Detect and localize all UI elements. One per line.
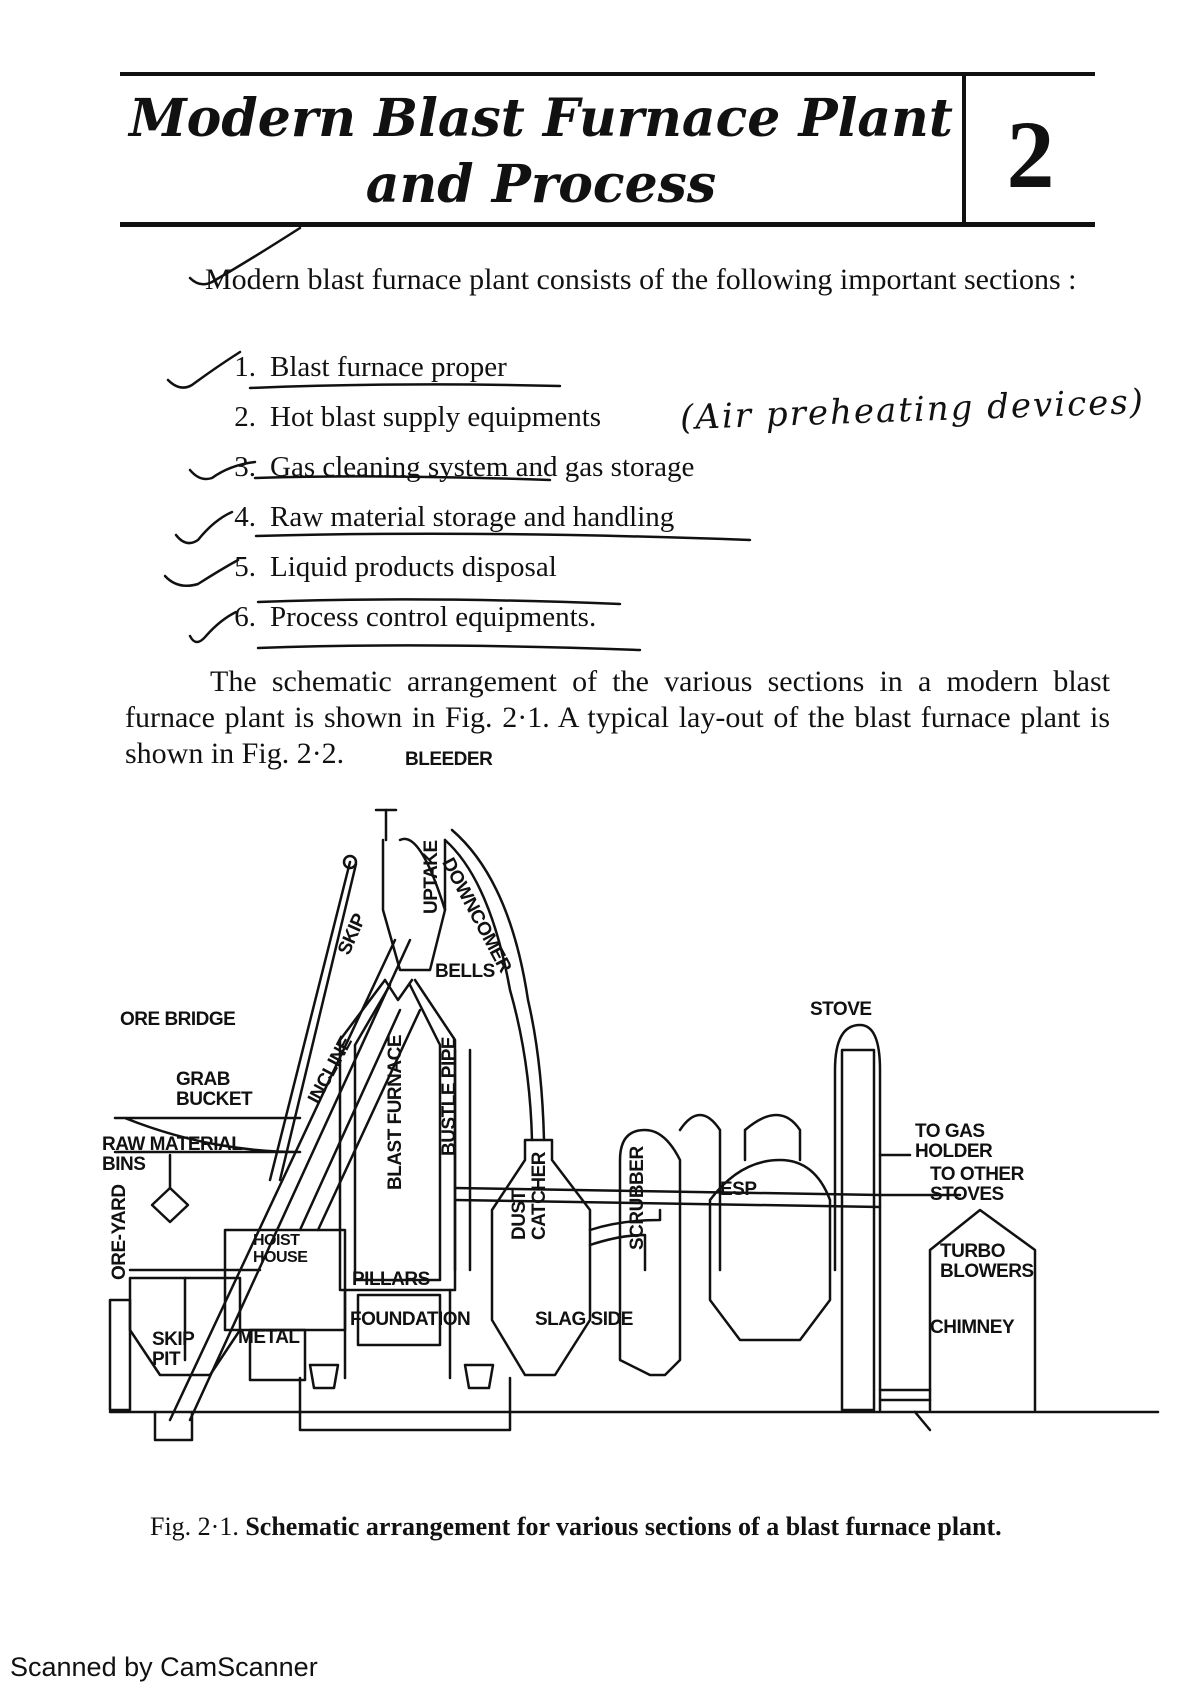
list-item: 1. Blast furnace proper xyxy=(200,347,1000,397)
scrubber-return xyxy=(678,1113,722,1272)
list-item-number: 1. xyxy=(234,351,256,383)
label-metal: METAL xyxy=(238,1327,300,1348)
skip-track xyxy=(168,938,397,1422)
label-to-other-stoves: TO OTHER STOVES xyxy=(930,1164,1024,1205)
label-esp: ESP xyxy=(720,1179,757,1200)
label-turbo-blowers: TURBO BLOWERS xyxy=(940,1241,1034,1282)
label-skip-pit: SKIP PIT xyxy=(152,1329,195,1370)
label-pillars: PILLARS xyxy=(352,1269,430,1290)
blast-furnace-shell xyxy=(353,983,442,1282)
foundation xyxy=(298,1376,512,1432)
grab-bucket xyxy=(150,1186,190,1224)
hearth-brickwork xyxy=(356,1293,442,1347)
list-item-label: Raw material storage and handling xyxy=(270,501,675,533)
esp-inlet xyxy=(743,1113,802,1162)
scrubber xyxy=(618,1128,682,1377)
list-item-number: 3. xyxy=(234,451,256,483)
list-item-number: 5. xyxy=(234,551,256,583)
list-item-number: 4. xyxy=(234,501,256,533)
list-item-number: 2. xyxy=(234,401,256,433)
label-ore-yard: ORE-YARD xyxy=(109,1184,130,1280)
list-item: 2. Hot blast supply equipments xyxy=(200,397,1000,447)
chapter-number: 2 xyxy=(1006,101,1055,208)
list-item-number: 6. xyxy=(234,601,256,633)
esp-unit xyxy=(708,1158,832,1342)
schematic-paragraph: The schematic arrangement of the various… xyxy=(125,665,1110,770)
figure-schematic: BLEEDER UPTAKE DOWNCOMER SKIP BELLS ORE … xyxy=(100,750,1160,1500)
label-dust-catcher: DUST CATCHER xyxy=(509,1152,550,1240)
label-slag-side: SLAG SIDE xyxy=(535,1309,633,1330)
label-bustle-pipe: BUSTLE PIPE xyxy=(439,1036,460,1156)
label-grab-bucket: GRAB BUCKET xyxy=(176,1069,253,1110)
header-rule-top xyxy=(120,72,1095,76)
hoist-box xyxy=(223,1228,347,1332)
figure-caption-text: Schematic arrangement for various sectio… xyxy=(245,1512,1002,1541)
chapter-title: Modern Blast Furnace Plant and Process xyxy=(120,86,962,218)
skip-pulley xyxy=(342,854,358,870)
incline-track xyxy=(316,1008,422,1232)
list-item-label: Hot blast supply equipments xyxy=(270,401,602,433)
ore-yard-box xyxy=(108,1298,132,1412)
incline-track xyxy=(298,1008,402,1232)
chapter-title-line-2: and Process xyxy=(365,154,717,215)
stove-checkers xyxy=(840,1048,876,1412)
list-item: 6. Process control equipments. xyxy=(200,597,1000,647)
skip-pit xyxy=(153,1410,194,1442)
label-hoist-house: HOIST HOUSE xyxy=(253,1232,308,1266)
header-divider xyxy=(962,74,966,224)
downcomer xyxy=(450,828,546,1142)
stove-shell xyxy=(833,1023,882,1412)
label-scrubber: SCRUBBER xyxy=(627,1146,648,1250)
label-uptake: UPTAKE xyxy=(421,840,442,914)
list-item: 4. Raw material storage and handling xyxy=(200,497,1000,547)
list-item: 3. Gas cleaning system and gas storage xyxy=(200,447,1000,497)
label-bells: BELLS xyxy=(435,961,495,982)
gas-main xyxy=(588,1208,662,1232)
label-stove: STOVE xyxy=(810,999,872,1020)
label-raw-material-bins: RAW MATERIAL BINS xyxy=(102,1134,243,1175)
figure-caption-number: Fig. 2·1. xyxy=(150,1512,239,1541)
list-item-label: Process control equipments. xyxy=(270,601,597,633)
hot-blast-main xyxy=(453,1186,882,1197)
furnace-top xyxy=(381,838,447,972)
figure-caption: Fig. 2·1. Schematic arrangement for vari… xyxy=(150,1512,1150,1542)
skip-hoist-line xyxy=(278,862,358,1182)
list-item: 5. Liquid products disposal xyxy=(200,547,1000,597)
chapter-title-line-1: Modern Blast Furnace Plant xyxy=(129,88,953,149)
label-ore-bridge: ORE BRIDGE xyxy=(120,1009,236,1030)
slag-ladle xyxy=(463,1363,495,1390)
turbo-blowers-house xyxy=(928,1208,1037,1412)
skip-track xyxy=(188,938,412,1422)
blast-furnace-diagram xyxy=(108,808,1160,1442)
label-chimney: CHIMNEY xyxy=(930,1317,1015,1338)
ore-bridge xyxy=(113,1116,302,1154)
list-item-label: Gas cleaning system and gas storage xyxy=(270,451,695,483)
metal-ladle xyxy=(308,1363,340,1390)
label-bleeder: BLEEDER xyxy=(405,749,493,770)
uptake xyxy=(398,837,447,912)
gas-main xyxy=(588,1233,647,1272)
label-blast-furnace: BLAST FURNACE xyxy=(385,1035,406,1190)
dust-catcher xyxy=(490,1138,592,1377)
downcomer xyxy=(443,838,534,1142)
blast-furnace-shell-outer xyxy=(338,978,457,1292)
scanner-watermark: Scanned by CamScanner xyxy=(10,1652,318,1682)
intro-paragraph: Modern blast furnace plant consists of t… xyxy=(205,263,1077,296)
header-rule-bottom xyxy=(120,222,1095,227)
hot-blast-main xyxy=(453,1198,882,1209)
label-foundation: FOUNDATION xyxy=(350,1309,471,1330)
bells xyxy=(383,978,414,1002)
list-item-label: Blast furnace proper xyxy=(270,351,507,383)
chimney-leader xyxy=(913,1410,932,1432)
skip-hoist-line xyxy=(268,860,352,1182)
sections-list: 1. Blast furnace proper 2. Hot blast suppl… xyxy=(200,347,1000,647)
label-to-gas-holder: TO GAS HOLDER xyxy=(915,1121,993,1162)
list-item-label: Liquid products disposal xyxy=(270,551,557,583)
